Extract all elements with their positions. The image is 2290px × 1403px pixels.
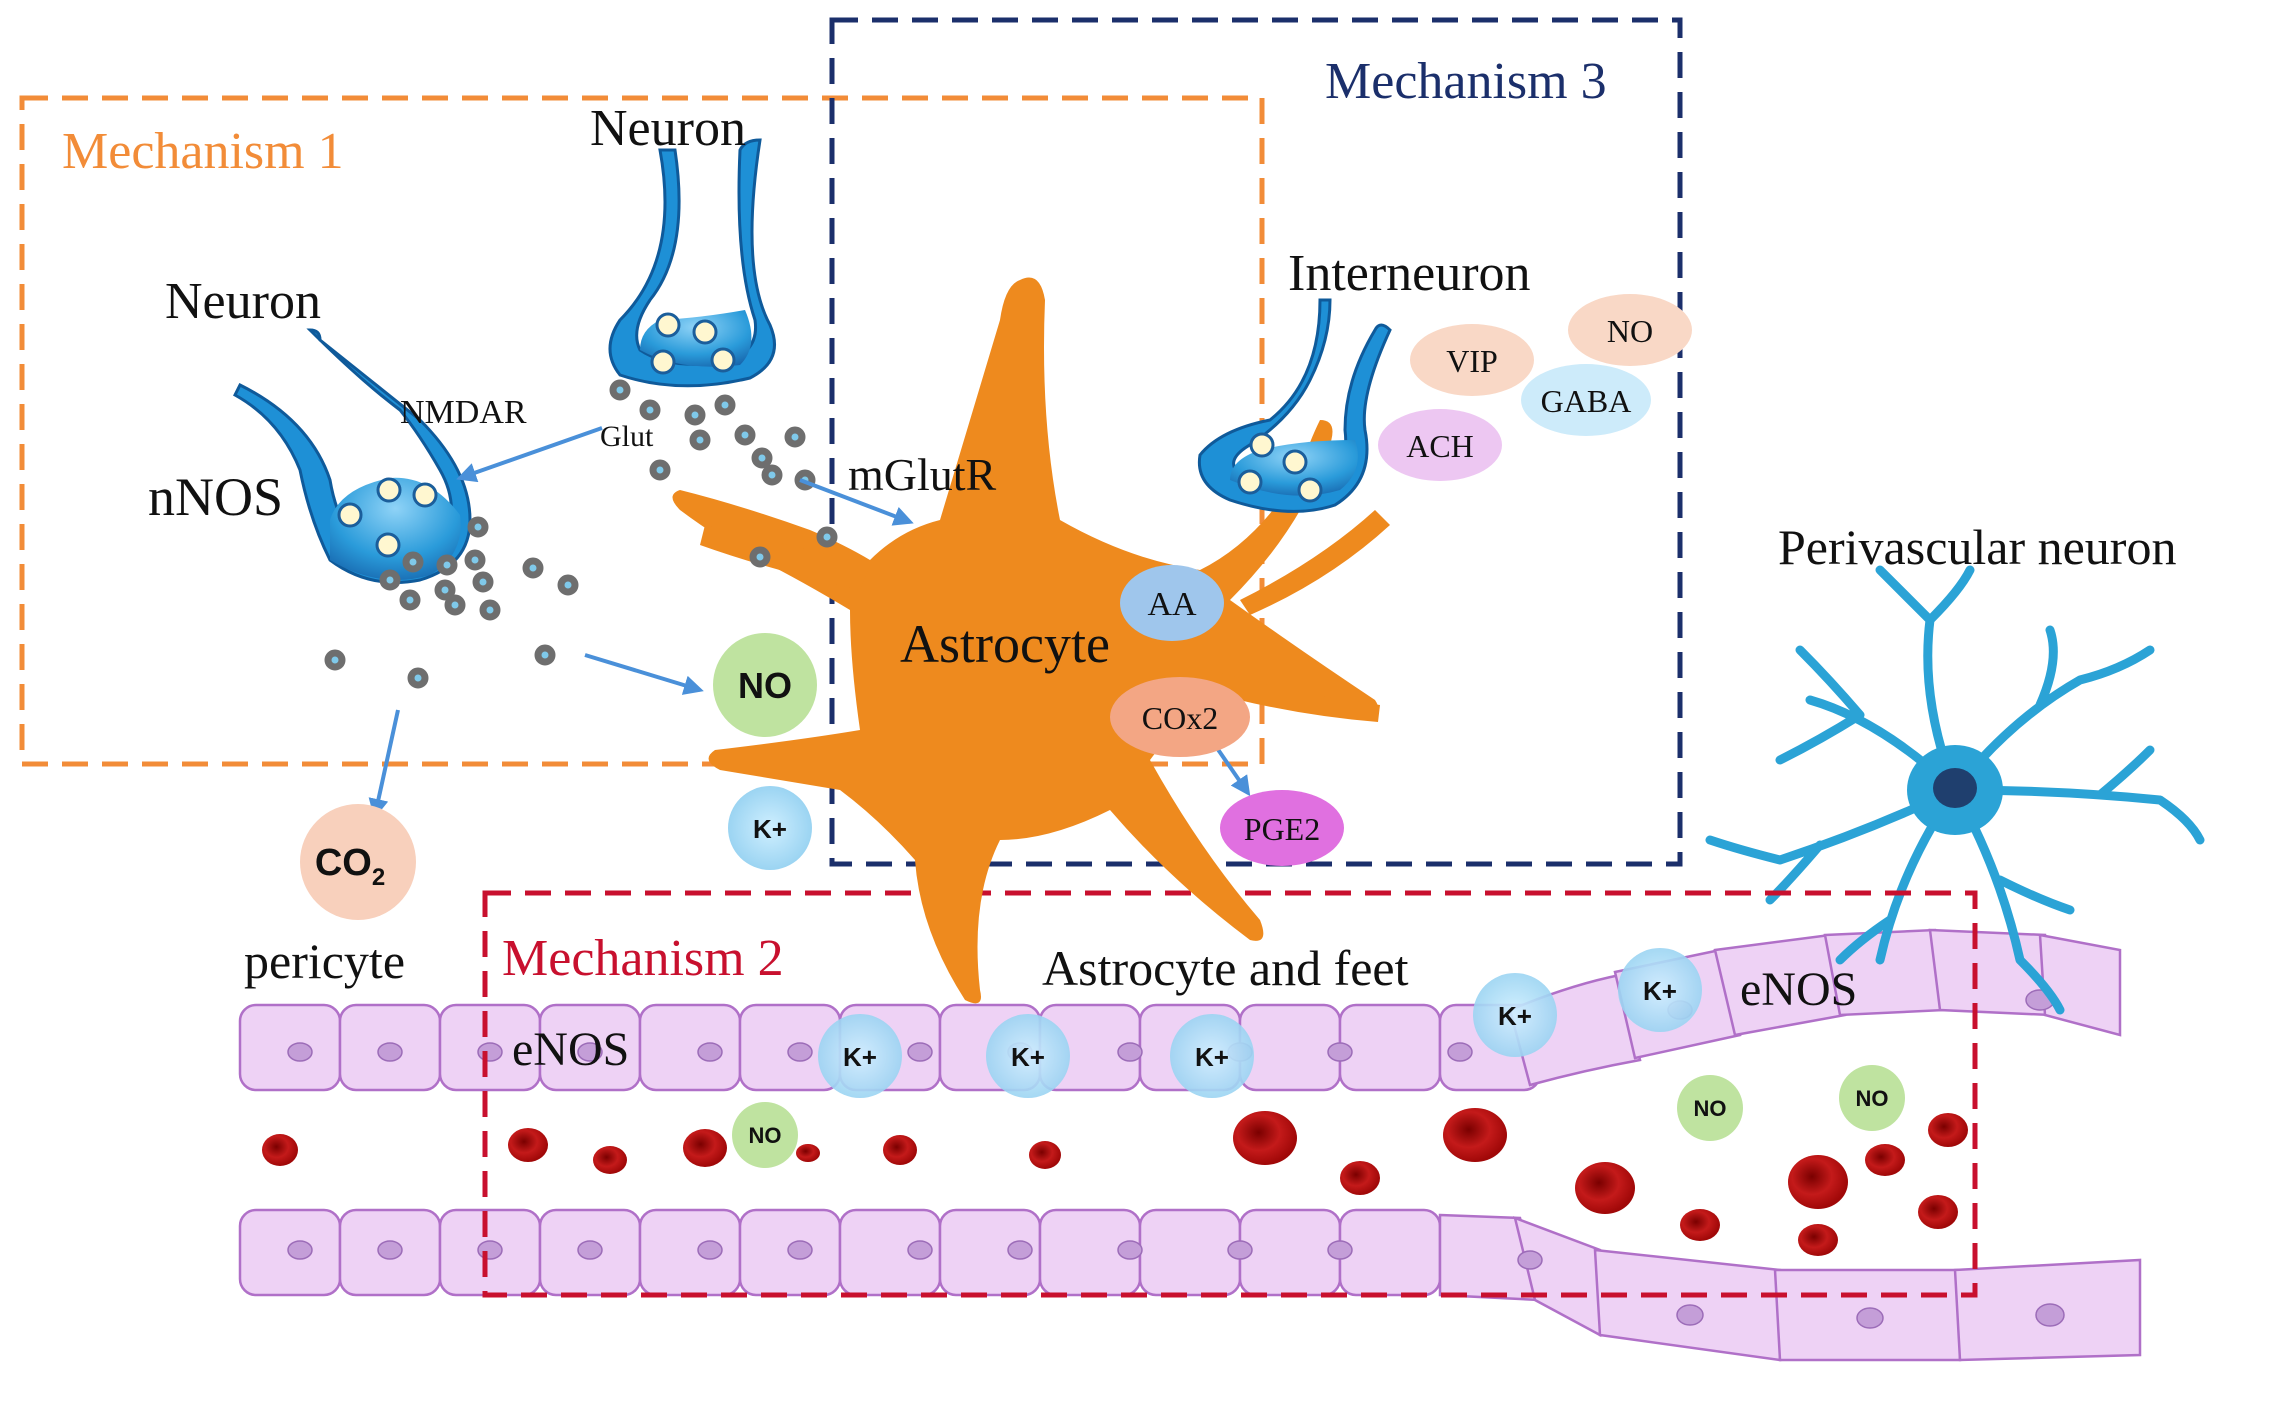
svg-text:K+: K+ [753, 814, 787, 844]
no-bubble-vessel-1: NO [732, 1102, 798, 1168]
red-blood-cell [508, 1128, 548, 1162]
perivascular-neuron-nucleus [1933, 768, 1977, 808]
svg-text:NO: NO [738, 665, 792, 706]
k-bubble-vessel-3: K+ [1170, 1014, 1254, 1098]
red-blood-cell [1233, 1111, 1297, 1165]
svg-text:K+: K+ [1643, 976, 1677, 1006]
svg-text:VIP: VIP [1446, 343, 1498, 379]
co2-bubble: CO2 [300, 804, 416, 920]
svg-text:ACH: ACH [1406, 428, 1474, 464]
arrow-to-co2 [368, 709, 400, 819]
k-bubble-vessel-1: K+ [818, 1014, 902, 1098]
pge2-bubble: PGE2 [1220, 790, 1344, 866]
mechanism-2-label: Mechanism 2 [502, 930, 784, 987]
red-blood-cell [593, 1146, 627, 1174]
vessel-bottom-wall [238, 1208, 2142, 1362]
enos-right-label: eNOS [1740, 963, 1857, 1016]
vessel-bottom-nuclei [287, 1240, 2065, 1329]
svg-text:CO2: CO2 [315, 842, 385, 891]
astrocyte-label: Astrocyte [900, 614, 1110, 674]
nmdar-label: NMDAR [400, 394, 527, 431]
pericyte-label: pericyte [244, 933, 405, 989]
red-blood-cell [1918, 1195, 1958, 1229]
glut-label: Glut [600, 420, 654, 453]
blood-vessel [238, 928, 2142, 1362]
vip-bubble: VIP [1410, 324, 1534, 396]
gaba-bubble: GABA [1521, 364, 1651, 436]
svg-text:NO: NO [1607, 313, 1653, 349]
svg-text:NO: NO [1694, 1096, 1727, 1121]
no-bubble-vessel-2: NO [1677, 1075, 1743, 1141]
k-bubble-vessel-5: K+ [1618, 948, 1702, 1032]
red-blood-cell [262, 1134, 298, 1166]
red-blood-cell [1798, 1224, 1838, 1256]
mechanism-3-label: Mechanism 3 [1325, 53, 1607, 110]
no-bubble-main: NO [713, 633, 817, 737]
red-blood-cell [1788, 1155, 1848, 1209]
arrow-glut-to-nmdar [456, 426, 603, 483]
astrocyte [672, 277, 1390, 1004]
perivascular-neuron-label: Perivascular neuron [1778, 519, 2176, 575]
no-bubble-vessel-3: NO [1839, 1065, 1905, 1131]
svg-text:AA: AA [1147, 586, 1197, 623]
svg-text:NO: NO [749, 1123, 782, 1148]
mechanism-1-label: Mechanism 1 [62, 123, 344, 180]
ach-bubble: ACH [1378, 409, 1502, 481]
cox2-bubble: COx2 [1110, 677, 1250, 757]
red-blood-cell [1340, 1161, 1380, 1195]
arrow-glut-to-mglutr [799, 478, 914, 526]
red-blood-cell [1680, 1209, 1720, 1241]
svg-text:PGE2: PGE2 [1244, 811, 1320, 847]
svg-text:COx2: COx2 [1142, 700, 1218, 736]
enos-left-label: eNOS [512, 1023, 629, 1076]
red-blood-cell [796, 1144, 820, 1162]
red-blood-cell [1928, 1113, 1968, 1147]
arrow-to-no [584, 653, 704, 695]
nnos-label: nNOS [148, 467, 283, 527]
mechanism-3-box [829, 17, 1683, 867]
svg-text:K+: K+ [1498, 1001, 1532, 1031]
svg-text:K+: K+ [843, 1042, 877, 1072]
red-blood-cell [883, 1135, 917, 1165]
glutamate-vesicles [324, 379, 838, 689]
k-bubble-vessel-4: K+ [1473, 973, 1557, 1057]
no-bubble-interneuron: NO [1568, 294, 1692, 366]
red-blood-cell [683, 1129, 727, 1167]
neuron-left-label: Neuron [165, 273, 321, 330]
neuron-top-label: Neuron [590, 100, 746, 157]
red-blood-cells [262, 1108, 1968, 1256]
red-blood-cell [1029, 1141, 1061, 1169]
interneuron-terminal [1197, 298, 1392, 513]
red-blood-cell [1575, 1162, 1635, 1214]
mglutr-label: mGlutR [848, 449, 997, 500]
svg-text:GABA: GABA [1541, 383, 1632, 419]
svg-text:K+: K+ [1195, 1042, 1229, 1072]
co2-label: CO [315, 842, 372, 884]
red-blood-cell [1443, 1108, 1507, 1162]
interneuron-label: Interneuron [1288, 245, 1531, 302]
aa-bubble: AA [1120, 565, 1224, 641]
co2-subscript: 2 [372, 864, 385, 891]
k-bubble-vessel-2: K+ [986, 1014, 1070, 1098]
top-neuron-terminal [608, 138, 776, 388]
svg-text:NO: NO [1856, 1086, 1889, 1111]
k-bubble-free: K+ [728, 786, 812, 870]
svg-text:K+: K+ [1011, 1042, 1045, 1072]
astrocyte-and-feet-label: Astrocyte and feet [1042, 940, 1409, 996]
left-neuron-terminal [233, 328, 472, 584]
red-blood-cell [1865, 1144, 1905, 1176]
